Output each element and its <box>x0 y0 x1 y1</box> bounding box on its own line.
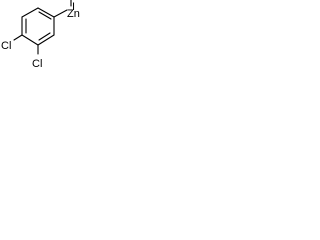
ring-bond-1 <box>37 7 55 18</box>
ring-double-bond-2 <box>38 32 51 41</box>
bond-ring-to-cl-top <box>13 34 23 41</box>
benzene-ring <box>21 7 55 46</box>
chlorine-top-label: Cl <box>1 40 11 52</box>
chemical-structure: I Zn Cl Cl <box>1 0 80 70</box>
ring-bond-6 <box>21 7 39 18</box>
chlorine-bottom-label: Cl <box>32 58 42 70</box>
zinc-label: Zn <box>67 8 80 20</box>
bond-ring-to-zinc <box>53 9 68 18</box>
ring-double-bond-1 <box>38 11 52 20</box>
iodine-label: I <box>72 1 75 13</box>
ring-bond-3 <box>37 34 55 46</box>
ring-bond-4 <box>21 34 39 46</box>
